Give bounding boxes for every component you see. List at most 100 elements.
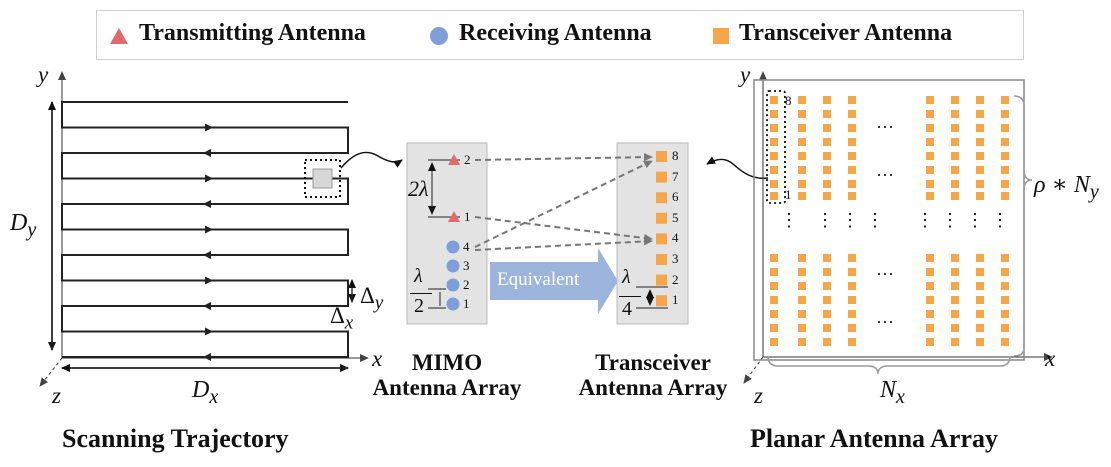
scan-axis-x: x [372, 346, 383, 371]
planar-antenna-square [848, 268, 856, 276]
tx-2-icon [448, 154, 460, 165]
planar-antenna-square [848, 282, 856, 290]
planar-antenna-square [823, 152, 831, 160]
planar-antenna-square [823, 180, 831, 188]
planar-antenna-square [951, 192, 959, 200]
planar-antenna-square [823, 324, 831, 332]
mimo-rx-fraction-bar [410, 293, 432, 294]
delta-x-label: Δx [330, 303, 354, 334]
planar-antenna-square [798, 268, 806, 276]
planar-antenna-square [798, 338, 806, 346]
scan-direction-arrow [205, 276, 213, 285]
transmit-triangle-icon [110, 28, 128, 44]
receive-circle-icon [430, 27, 448, 45]
planar-antenna-square [1001, 338, 1009, 346]
planar-antenna-square [926, 124, 934, 132]
planar-antenna-square [770, 310, 778, 318]
planar-hdots: ··· [876, 165, 894, 185]
planar-vdots: ⋮ [966, 210, 984, 230]
planar-axis-x: x [1045, 346, 1056, 371]
planar-vdots: ⋮ [941, 210, 959, 230]
transceiver-square-4 [656, 233, 667, 245]
mapping-arrows [474, 153, 653, 251]
planar-antenna-square [770, 96, 778, 104]
transceiver-square-icon [713, 28, 729, 44]
planar-vdots: ⋮ [916, 210, 934, 230]
tx-2-label: 2 [464, 152, 471, 167]
planar-antenna-square [976, 180, 984, 188]
planar-antenna-square [926, 282, 934, 290]
planar-antenna-square [951, 254, 959, 262]
planar-antenna-square [926, 110, 934, 118]
planar-col-top-label: 8 [785, 93, 792, 108]
planar-antenna-square [926, 296, 934, 304]
planar-antenna-square [951, 152, 959, 160]
scan-direction-arrow [205, 225, 213, 234]
rx-4-icon [446, 240, 460, 254]
planar-antenna-square [770, 192, 778, 200]
mimo-rx-spacing-num: λ [414, 265, 423, 287]
planar-antenna-square [951, 268, 959, 276]
legend-transceiver-label: Transceiver Antenna [739, 20, 953, 46]
planar-antenna-square [1001, 310, 1009, 318]
planar-antenna-square [1001, 96, 1009, 104]
scan-antenna-highlight [304, 151, 403, 198]
planar-antenna-square [823, 138, 831, 146]
planar-antenna-square [976, 124, 984, 132]
rx-2-icon [446, 278, 460, 292]
planar-antenna-square [976, 268, 984, 276]
planar-axis-z: z [754, 383, 763, 408]
planar-antenna-square [798, 310, 806, 318]
planar-antenna-square [823, 110, 831, 118]
scan-direction-arrow [203, 200, 211, 208]
planar-antenna-square [848, 124, 856, 132]
scanning-caption: Scanning Trajectory [62, 424, 289, 453]
planar-antenna-square [770, 324, 778, 332]
planar-antenna-square [976, 296, 984, 304]
transceiver-label-5: 5 [672, 209, 679, 225]
rx-3-icon [446, 259, 460, 273]
delta-markers [320, 279, 356, 307]
planar-antenna-square [1001, 192, 1009, 200]
transceiver-label-2: 2 [672, 271, 679, 287]
planar-antenna-square [770, 152, 778, 160]
transceiver-label-4: 4 [672, 230, 679, 246]
planar-antenna-square [976, 282, 984, 290]
legend-transmit-label: Transmitting Antenna [139, 20, 366, 46]
planar-axis-y: y [740, 62, 751, 87]
planar-antenna-square [976, 152, 984, 160]
planar-antenna-square [951, 166, 959, 174]
planar-antenna-square [798, 192, 806, 200]
transceiver-square-6 [656, 192, 667, 204]
planar-antenna-square [770, 138, 778, 146]
planar-antenna-square [848, 152, 856, 160]
planar-antenna-square [976, 96, 984, 104]
rx-4-label: 4 [463, 239, 470, 254]
mimo-elements [428, 154, 460, 311]
planar-antenna-square [770, 268, 778, 276]
planar-hdots: ··· [876, 264, 894, 284]
tx-1-label: 1 [464, 209, 471, 224]
planar-antenna-square [770, 296, 778, 304]
planar-antenna-square [798, 138, 806, 146]
nx-brace [767, 355, 1011, 375]
planar-antenna-square [798, 96, 806, 104]
planar-antenna-square [770, 166, 778, 174]
scan-axis-z: z [52, 383, 61, 408]
planar-antenna-square [926, 324, 934, 332]
planar-antenna-square [823, 338, 831, 346]
planar-antenna-square [798, 282, 806, 290]
scan-direction-arrow [203, 251, 211, 259]
planar-antenna-square [976, 324, 984, 332]
planar-antenna-square [798, 324, 806, 332]
planar-antenna-square [798, 296, 806, 304]
scan-axis-y: y [38, 62, 49, 87]
planar-antenna-square [1001, 282, 1009, 290]
rho-ny-brace [1013, 95, 1033, 357]
legend-receive-label: Receiving Antenna [459, 20, 652, 46]
planar-antenna-square [823, 96, 831, 104]
planar-antenna-square [926, 166, 934, 174]
planar-antenna-square [976, 310, 984, 318]
